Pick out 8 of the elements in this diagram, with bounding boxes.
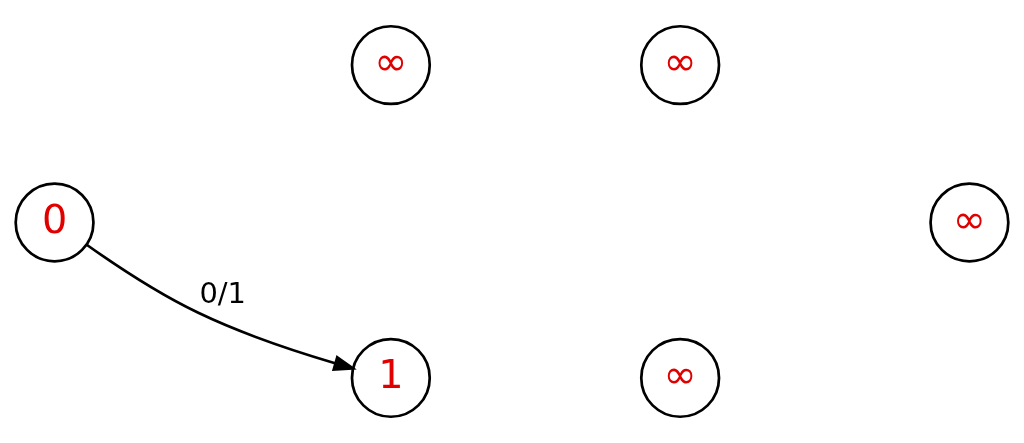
node-circle: ∞ <box>350 24 432 106</box>
node-circle: ∞ <box>639 24 721 106</box>
node-circle: 1 <box>350 337 432 419</box>
node-circle: ∞ <box>929 182 1010 263</box>
node-circle: ∞ <box>639 337 721 419</box>
arrow <box>85 243 357 371</box>
node-circle: 0 <box>14 182 95 263</box>
edge-label: 0/1 <box>199 276 246 311</box>
